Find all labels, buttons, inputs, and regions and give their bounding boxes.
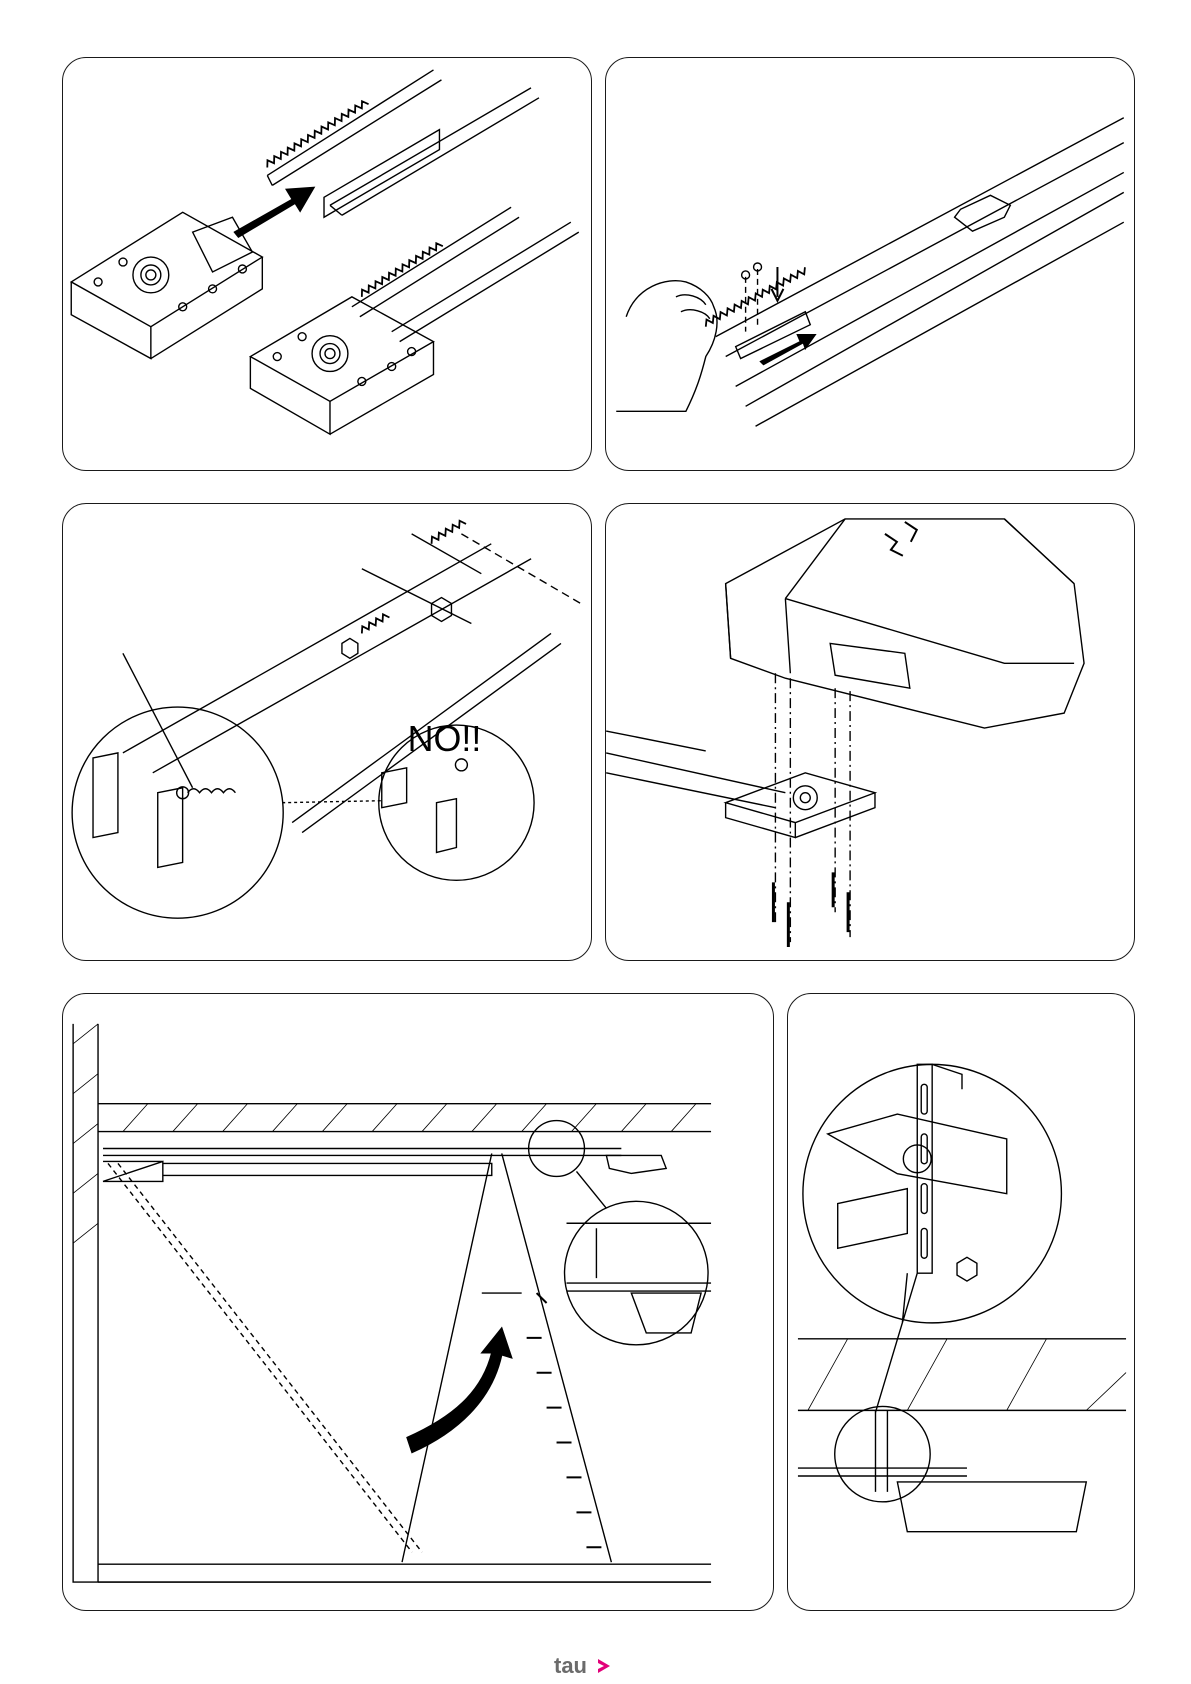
panel-spring-bolt: NO!!	[62, 503, 592, 961]
rail-slide-illustration	[63, 58, 591, 470]
motor-mounting-illustration	[606, 504, 1134, 960]
rack-screw-illustration	[606, 58, 1134, 470]
panel-rack-screws	[605, 57, 1135, 471]
no-warning-label: NO!!	[408, 719, 482, 759]
panel-motor-mounting	[605, 503, 1135, 961]
panel-bracket-detail	[787, 993, 1135, 1611]
spring-bolt-illustration: NO!!	[63, 504, 591, 960]
tau-logo: tau	[546, 1651, 656, 1681]
bracket-detail-illustration	[788, 994, 1134, 1610]
ladder-install-illustration	[63, 994, 773, 1610]
panel-ladder-install	[62, 993, 774, 1611]
brand-arrow-icon	[598, 1659, 610, 1673]
panel-rail-slide	[62, 57, 592, 471]
brand-name: tau	[554, 1653, 587, 1678]
